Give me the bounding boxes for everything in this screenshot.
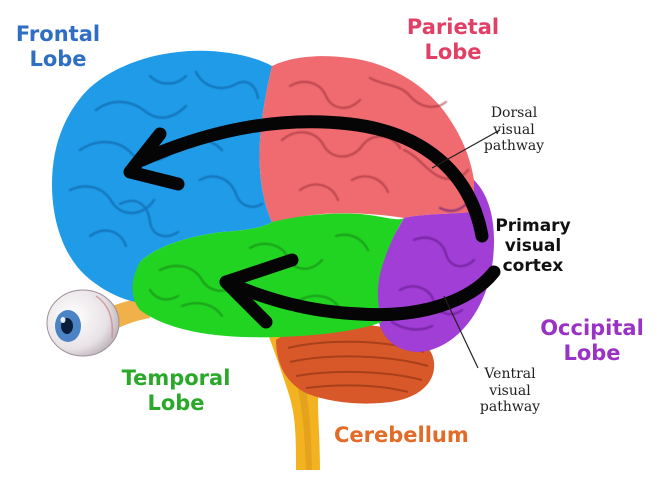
dorsal-pathway-line3: pathway bbox=[483, 138, 545, 155]
primary-visual-cortex-label: Primary visual cortex bbox=[494, 216, 572, 276]
ventral-pathway-label: Ventral visual pathway bbox=[472, 366, 548, 416]
ventral-pathway-line3: pathway bbox=[479, 399, 541, 416]
occipital-lobe-label: Occipital Lobe bbox=[540, 316, 644, 366]
ventral-leader-line bbox=[443, 295, 479, 369]
temporal-lobe-label: Temporal Lobe bbox=[120, 366, 232, 416]
occipital-lobe-label-line2: Lobe bbox=[563, 340, 621, 365]
temporal-lobe-label-line2: Lobe bbox=[147, 390, 205, 415]
primary-visual-cortex-line1: Primary bbox=[495, 216, 571, 236]
dorsal-pathway-line2: visual bbox=[493, 121, 535, 138]
cerebellum-label: Cerebellum bbox=[334, 423, 469, 447]
dorsal-pathway-label: Dorsal visual pathway bbox=[476, 105, 552, 155]
dorsal-pathway-arrow bbox=[123, 115, 489, 243]
dorsal-pathway-line1: Dorsal bbox=[490, 105, 538, 121]
ventral-pathway-arrow bbox=[219, 253, 501, 329]
parietal-lobe-label-line1: Parietal bbox=[406, 15, 500, 39]
primary-visual-cortex-line2: visual bbox=[504, 236, 562, 257]
primary-visual-cortex-line3: cortex bbox=[502, 256, 564, 277]
frontal-lobe-label: Frontal Lobe bbox=[12, 22, 104, 72]
occipital-lobe-label-line1: Occipital bbox=[540, 316, 644, 340]
temporal-lobe-label-line1: Temporal bbox=[121, 366, 231, 390]
eye-icon bbox=[46, 289, 120, 357]
ventral-pathway-line2: visual bbox=[489, 382, 531, 399]
brain-stem-shade bbox=[290, 360, 312, 470]
parietal-lobe-label: Parietal Lobe bbox=[404, 15, 502, 65]
frontal-lobe-label-line2: Lobe bbox=[29, 46, 87, 71]
frontal-lobe-label-line1: Frontal bbox=[15, 22, 101, 46]
ventral-pathway-line1: Ventral bbox=[484, 366, 536, 382]
parietal-lobe-label-line2: Lobe bbox=[424, 39, 482, 64]
dorsal-leader-line bbox=[431, 129, 501, 169]
